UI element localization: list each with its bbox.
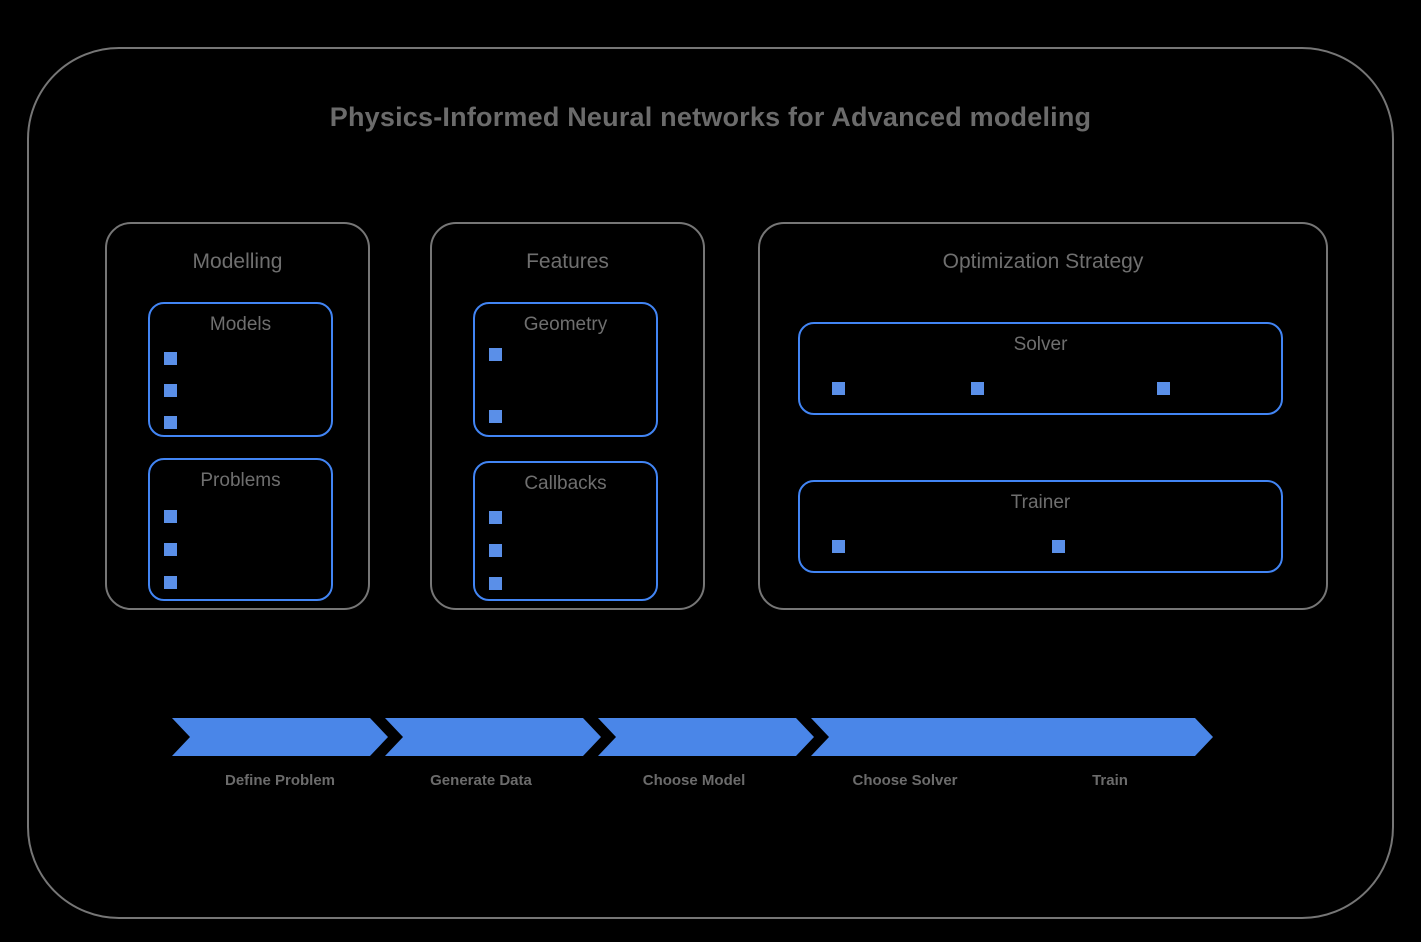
box-problems[interactable]: Problems (148, 458, 333, 601)
group-title-modelling: Modelling (192, 250, 283, 273)
bullet-cube (164, 540, 180, 556)
bullet-cube (164, 413, 180, 429)
bullet-cube (164, 573, 180, 589)
group-features: Features (430, 222, 705, 610)
group-title-features: Features (526, 250, 609, 273)
box-geometry[interactable]: Geometry (473, 302, 658, 437)
bullet-cube (489, 407, 505, 423)
flow-label-choose-model: Choose Model (642, 772, 746, 789)
flow-label-train: Train (1092, 772, 1128, 789)
bullet-cube (489, 574, 505, 590)
flow-label-define-problem: Define Problem (224, 772, 336, 789)
flow-step-choose-solver[interactable] (811, 718, 1027, 756)
flow-step-generate-data[interactable] (385, 718, 601, 756)
group-optimization: Optimization Strategy (758, 222, 1328, 610)
bullet-cube (489, 345, 505, 361)
flow-step-define-problem[interactable] (172, 718, 388, 756)
group-title-optimization: Optimization Strategy (942, 250, 1144, 273)
bullet-cube (164, 507, 180, 523)
box-title-callbacks: Callbacks (524, 473, 607, 494)
box-title-solver: Solver (1013, 334, 1068, 355)
bullet-cube (489, 541, 505, 557)
flow-label-generate-data: Generate Data (430, 772, 532, 789)
bullet-cube (1052, 537, 1068, 553)
bullet-cube (164, 381, 180, 397)
bullet-cube (832, 379, 848, 395)
box-models[interactable]: Models (148, 302, 333, 437)
bullet-cube (971, 379, 987, 395)
box-solver[interactable]: Solver (798, 322, 1283, 415)
box-trainer[interactable]: Trainer (798, 480, 1283, 573)
box-title-geometry: Geometry (523, 314, 608, 335)
flow-step-train[interactable] (1001, 718, 1213, 756)
bullet-cube (832, 537, 848, 553)
group-modelling: Modelling (105, 222, 370, 610)
process-flow: Define Problem Generate Data Choose Mode… (0, 718, 1421, 808)
outer-frame (27, 47, 1394, 919)
box-callbacks[interactable]: Callbacks (473, 461, 658, 601)
bullet-cube (1157, 379, 1173, 395)
box-title-models: Models (209, 314, 272, 335)
box-title-trainer: Trainer (1010, 492, 1071, 513)
page-title: Physics-Informed Neural networks for Adv… (329, 102, 1092, 132)
bullet-cube (164, 349, 180, 365)
bullet-cube (489, 508, 505, 524)
box-title-problems: Problems (200, 470, 281, 491)
flow-step-choose-model[interactable] (598, 718, 814, 756)
flow-label-choose-solver: Choose Solver (852, 772, 958, 789)
